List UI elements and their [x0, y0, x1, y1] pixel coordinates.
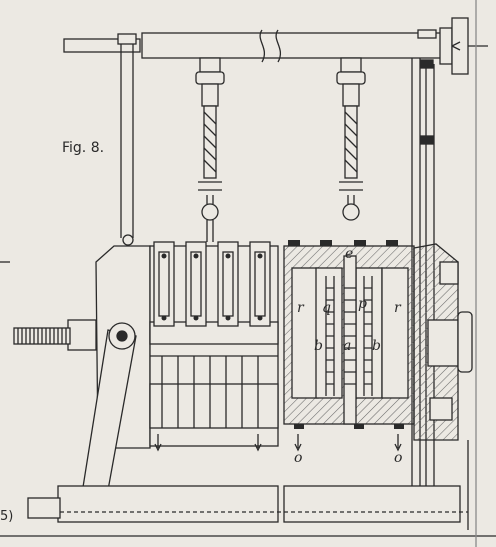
press-head-right — [413, 243, 473, 441]
left-support-column — [117, 33, 137, 238]
label-o-left: o — [294, 450, 302, 466]
filter-plates-section — [283, 240, 415, 452]
label-e: e — [345, 246, 353, 262]
feed-pipe — [63, 17, 488, 75]
label-o-right: o — [394, 450, 402, 466]
edge-text: 5) — [0, 509, 13, 524]
filter-plates-exterior — [149, 241, 279, 452]
valve-assembly-right — [336, 57, 366, 221]
label-p: p — [358, 296, 367, 312]
label-a: a — [343, 338, 351, 354]
screw-spindle — [13, 327, 71, 345]
base-rail — [0, 440, 496, 537]
label-r-right: r — [394, 300, 402, 316]
label-b-right: b — [372, 338, 381, 354]
valve-assembly-left — [195, 57, 225, 242]
label-q: q — [322, 300, 331, 316]
figure-caption: Fig. 8. — [62, 140, 104, 156]
label-b-left: b — [314, 338, 323, 354]
label-r-left: r — [297, 300, 305, 316]
